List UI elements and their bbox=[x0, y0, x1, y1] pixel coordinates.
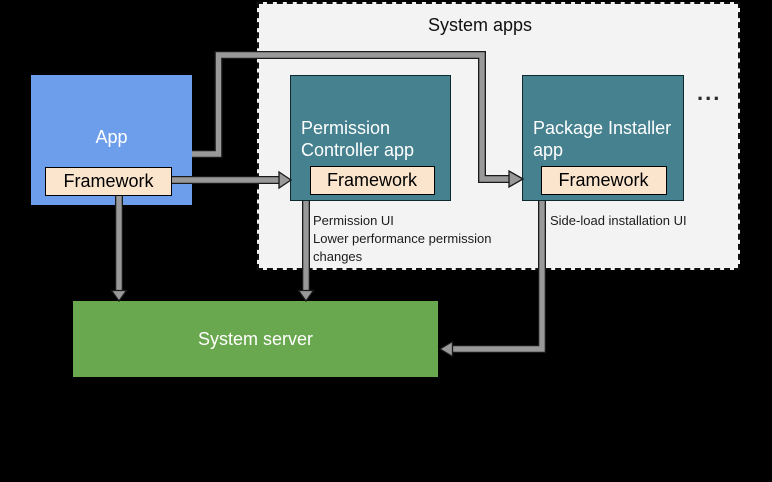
arrowhead-package-installer-into-system-server bbox=[438, 340, 454, 358]
package-installer-framework-label: Framework bbox=[558, 169, 649, 190]
permission-controller-label: Permission Controller app bbox=[301, 118, 415, 160]
system-server-box: System server bbox=[73, 301, 438, 377]
package-installer-annotation: Side-load installation UI bbox=[550, 213, 687, 228]
app-label: App bbox=[95, 127, 128, 147]
package-installer-framework-box: Framework bbox=[540, 165, 667, 195]
app-box: App Framework bbox=[31, 75, 192, 205]
package-installer-box: Package Installer app Framework bbox=[522, 75, 684, 201]
annotation-line: changes bbox=[313, 249, 363, 264]
app-framework-label: Framework bbox=[63, 171, 154, 191]
permission-controller-box: Permission Controller app Framework bbox=[290, 75, 451, 201]
permission-controller-framework-label: Framework bbox=[326, 169, 417, 190]
arrowhead-app-into-system-server bbox=[110, 289, 128, 303]
permission-controller-annotation: Permission UI Lower performance permissi… bbox=[313, 212, 543, 266]
package-installer-label: Package Installer app bbox=[533, 118, 672, 160]
arrowhead-permission-controller-into-system-server bbox=[297, 289, 315, 303]
system-apps-label: System apps bbox=[427, 15, 533, 35]
permission-controller-framework-box: Framework bbox=[309, 165, 435, 195]
annotation-line: Permission UI bbox=[313, 213, 394, 228]
app-framework-box: Framework bbox=[45, 167, 172, 196]
system-server-label: System server bbox=[197, 328, 314, 349]
annotation-line: Lower performance permission bbox=[313, 231, 492, 246]
more-apps-ellipsis-icon: ... bbox=[697, 80, 722, 105]
